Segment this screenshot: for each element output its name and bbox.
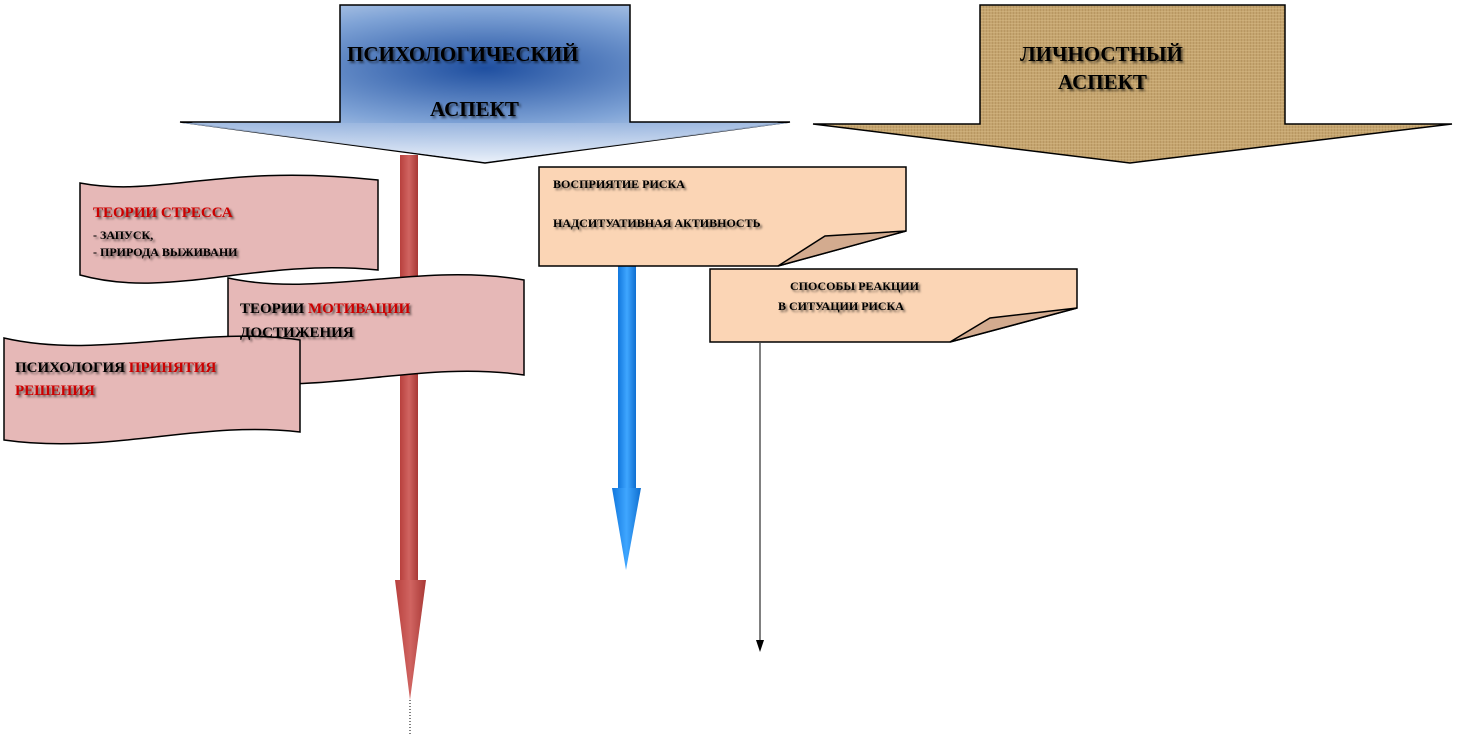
motivation-theories-title-accent: МОТИВАЦИИ bbox=[307, 301, 411, 317]
decision-psychology-title-plain: ПСИХОЛОГИЯ bbox=[15, 360, 129, 376]
motivation-theories-banner bbox=[227, 274, 525, 385]
personal-aspect-line2: АСПЕКТ bbox=[1058, 70, 1147, 94]
reaction-methods-line1: СПОСОБЫ РЕАКЦИИ bbox=[790, 279, 919, 293]
reaction-methods-note bbox=[709, 268, 1078, 343]
risk-perception-line1: ВОСПРИЯТИЕ РИСКА bbox=[553, 177, 685, 191]
risk-perception-line2: НАДСИТУАТИВНАЯ АКТИВНОСТЬ bbox=[553, 216, 761, 230]
stress-theories-item2: - ПРИРОДА ВЫЖИВАНИ bbox=[93, 245, 238, 259]
decision-psychology-banner bbox=[3, 335, 301, 445]
decision-psychology-title-accent: ПРИНЯТИЯ bbox=[128, 360, 217, 376]
stress-theories-title: ТЕОРИИ СТРЕССА bbox=[93, 205, 233, 221]
risk-perception-note bbox=[538, 166, 907, 267]
motivation-theories-title: ТЕОРИИ МОТИВАЦИИ bbox=[240, 301, 410, 318]
psychological-aspect-line2: АСПЕКТ bbox=[430, 97, 519, 121]
psychological-aspect-line1: ПСИХОЛОГИЧЕСКИЙ bbox=[347, 42, 579, 66]
decision-psychology-line2: РЕШЕНИЯ bbox=[15, 383, 95, 399]
red-down-arrow bbox=[395, 155, 426, 735]
psychological-aspect-arrow bbox=[179, 4, 791, 164]
reaction-methods-line2: В СИТУАЦИИ РИСКА bbox=[778, 299, 904, 313]
motivation-theories-line2: ДОСТИЖЕНИЯ bbox=[240, 325, 354, 341]
decision-psychology-title: ПСИХОЛОГИЯ ПРИНЯТИЯ bbox=[15, 360, 216, 377]
stress-theories-banner bbox=[79, 174, 379, 284]
stress-theories-item1: - ЗАПУСК, bbox=[93, 228, 154, 242]
motivation-theories-title-plain: ТЕОРИИ bbox=[240, 301, 308, 317]
personal-aspect-line1: ЛИЧНОСТНЫЙ bbox=[1020, 42, 1183, 66]
personal-aspect-arrow bbox=[812, 4, 1453, 164]
thin-down-arrow bbox=[756, 343, 764, 652]
blue-down-arrow bbox=[612, 238, 641, 570]
